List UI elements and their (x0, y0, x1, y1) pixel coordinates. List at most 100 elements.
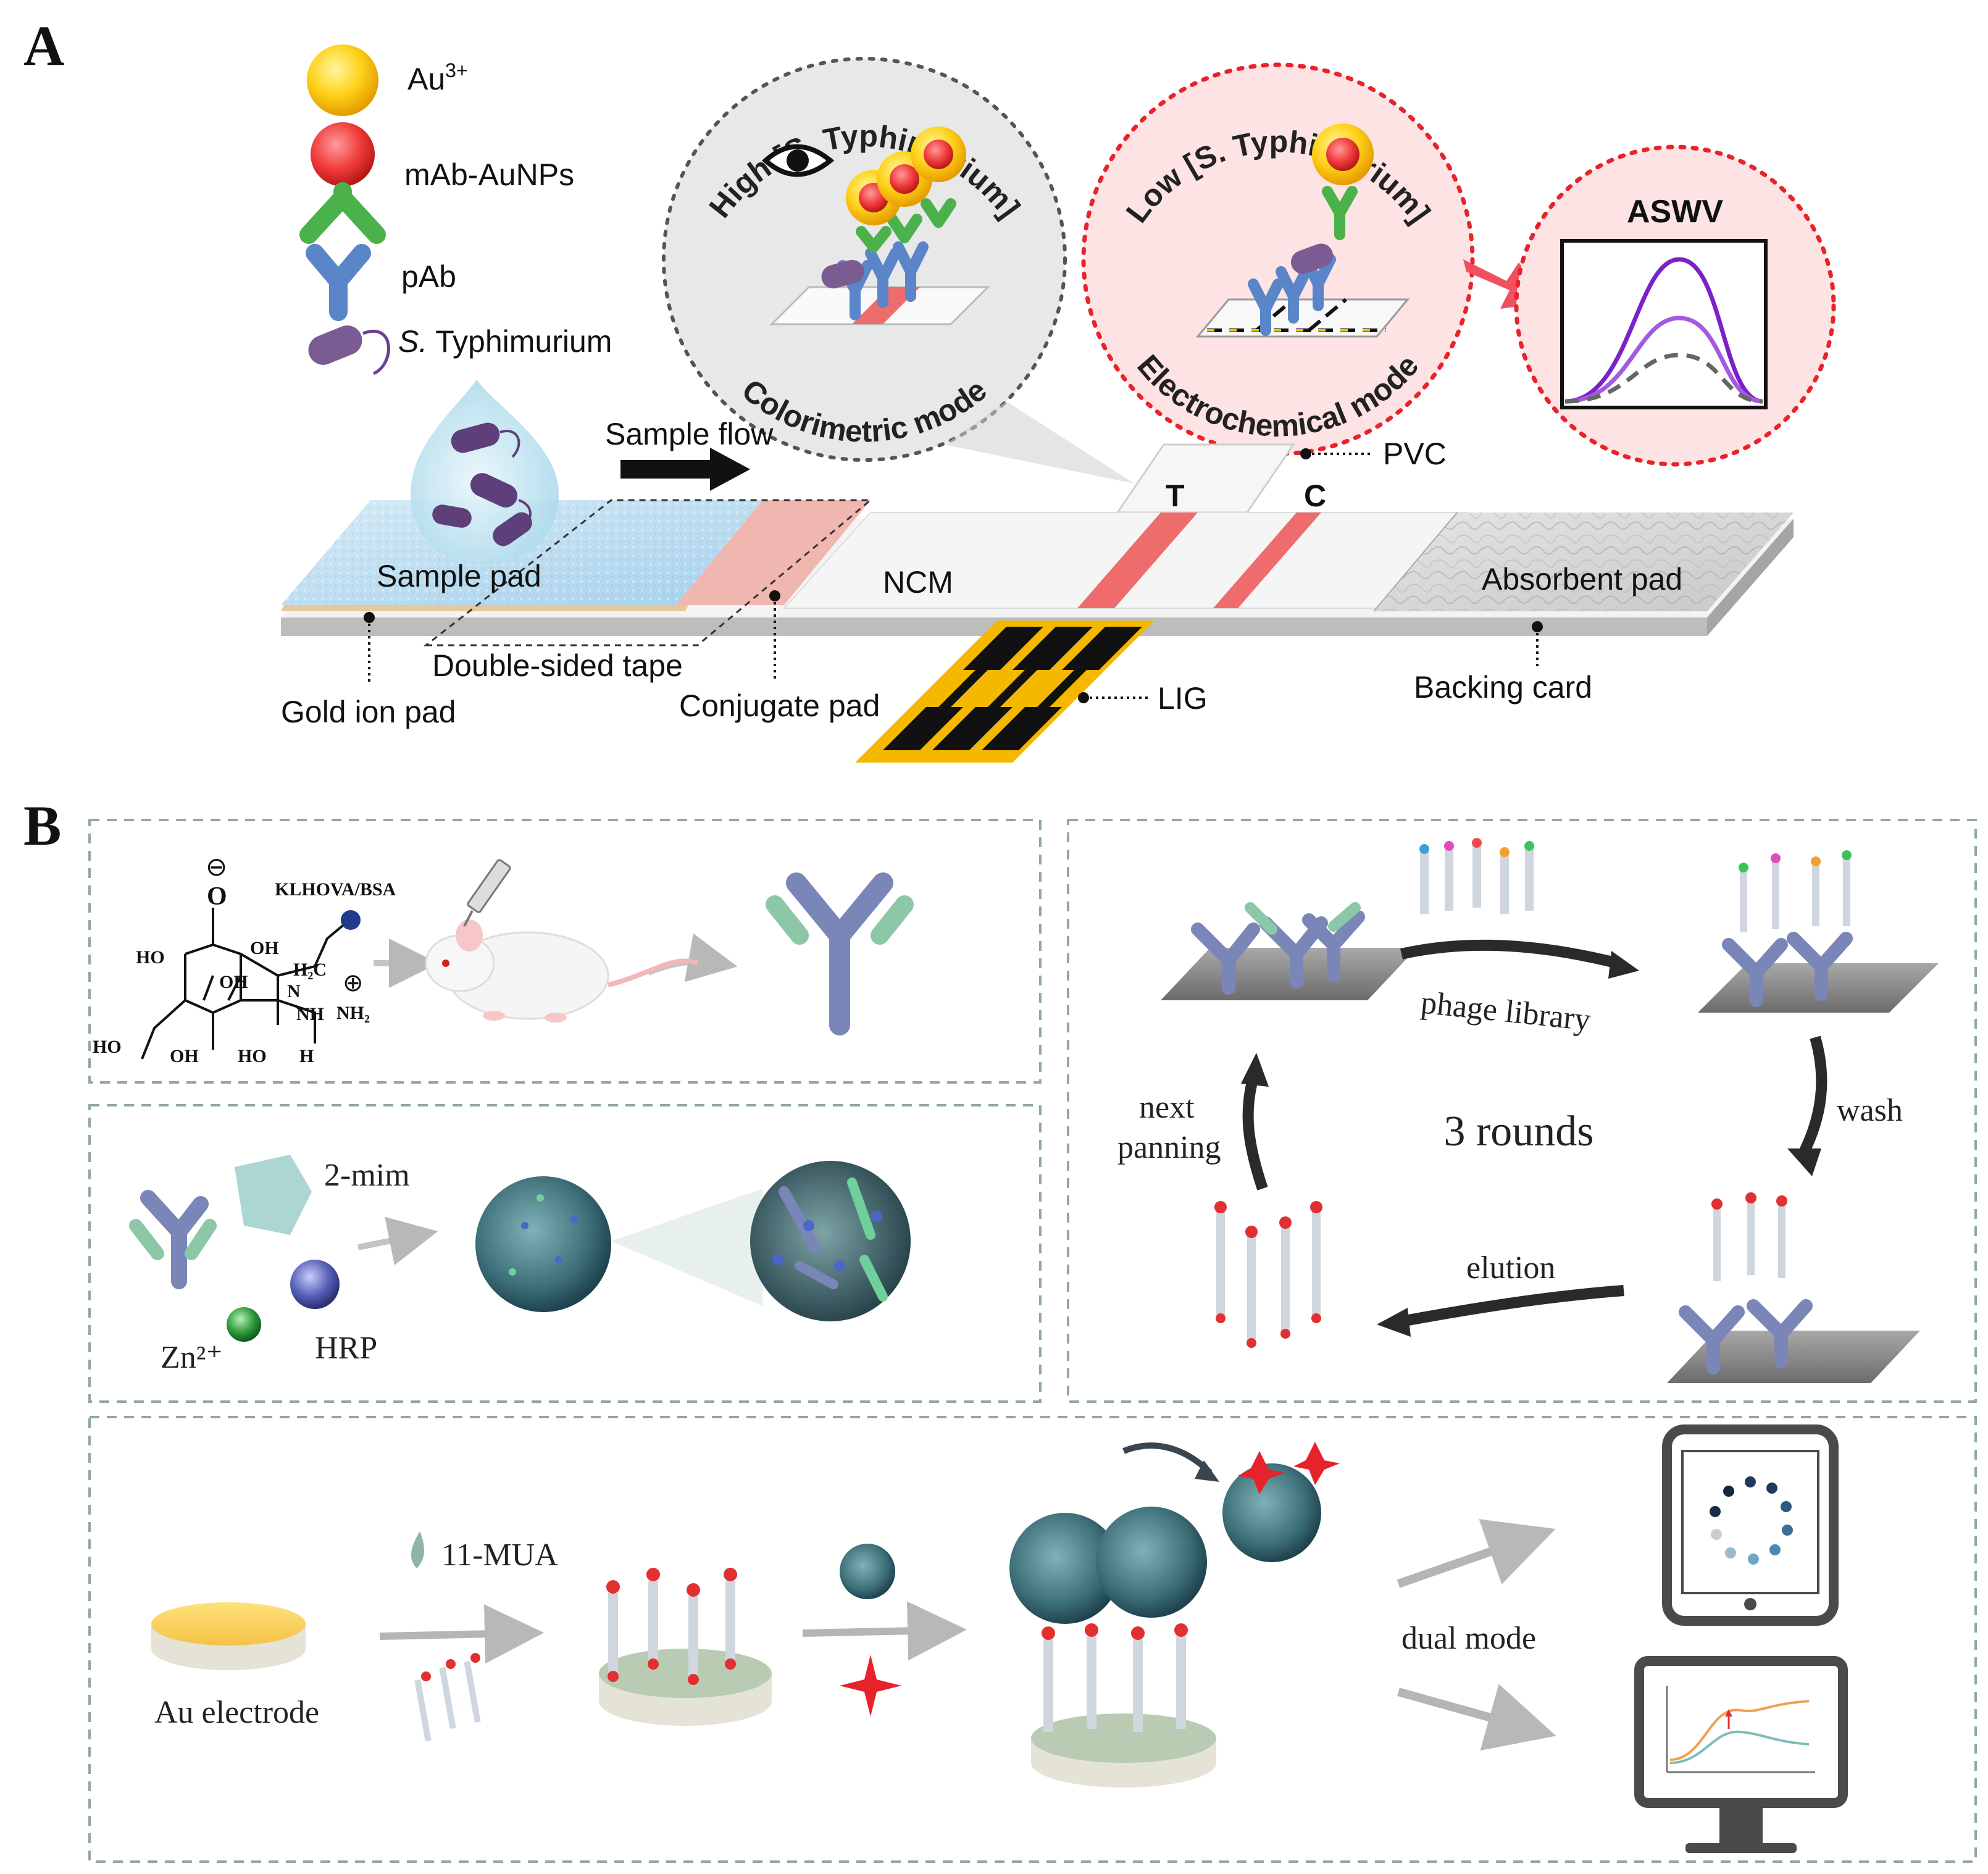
gold-ion-pad-label: Gold ion pad (281, 695, 456, 729)
hrp-icon (290, 1260, 340, 1309)
elution-arrow (1400, 1285, 1624, 1327)
colorimetric-mode-circle: High [S. Typhimurium] Colorimetric mode (662, 57, 1067, 462)
svg-text:N: N (287, 981, 301, 1002)
gold-ion-pad-callout: Gold ion pad (281, 612, 456, 729)
hrp-label: HRP (315, 1331, 377, 1366)
au-electrode-icon (151, 1602, 306, 1670)
eluted-phages (1214, 1201, 1322, 1348)
phage-library-label: phage library (1419, 985, 1592, 1038)
next-panning-arrow (1242, 1076, 1268, 1190)
monitor-curve-orange (1669, 1700, 1810, 1761)
functionalized-electrode (599, 1568, 772, 1726)
lig-label: LIG (1158, 681, 1208, 716)
aswv-title: ASWV (1627, 194, 1723, 230)
elution-label: elution (1466, 1250, 1555, 1286)
sample-drop (411, 380, 559, 565)
product-star-icon-1 (1238, 1451, 1284, 1494)
mof-binding-arrow (802, 1601, 967, 1661)
mim-flake-icon (235, 1155, 312, 1235)
au-ion-icon (307, 44, 378, 116)
substrate-star-icon (840, 1655, 901, 1717)
sample-flow-label: Sample flow (605, 417, 774, 451)
eye-icon (762, 144, 835, 177)
t-line-label: T (1166, 479, 1185, 513)
svg-text:H₂C: H₂C (293, 960, 327, 980)
backing-card-label: Backing card (1414, 670, 1592, 705)
legend-pab-label: pAb (401, 259, 456, 294)
legend-mab-label: mAb-AuNPs (404, 157, 574, 192)
colorimetric-complex (821, 127, 966, 320)
conjugate-pad-callout: Conjugate pad (679, 590, 880, 723)
phages-small-icon (414, 1653, 481, 1742)
svg-text:NH₂: NH₂ (336, 1003, 370, 1023)
svg-text:HO: HO (136, 947, 165, 968)
plus-charge: ⊕ (343, 969, 364, 997)
phage-library-arrow (1400, 939, 1619, 969)
svg-text:OH: OH (250, 938, 279, 958)
mouse-icon (425, 919, 699, 1023)
pab-icon (306, 244, 371, 321)
to-computer-arrow (1397, 1684, 1556, 1751)
svg-text:H: H (299, 1046, 314, 1066)
product-star-icon-2 (1293, 1442, 1340, 1485)
antibody-icon (766, 872, 914, 1035)
double-sided-tape-outline (423, 499, 874, 646)
panning-plate-1 (1161, 902, 1417, 1000)
smartphone-icon (1662, 1424, 1839, 1626)
electrode-assay-box (88, 1416, 1977, 1863)
next-panning-label-2: panning (1117, 1130, 1221, 1165)
carrier-protein-label: KLHOVA/BSA (275, 879, 396, 900)
antigen-structure (141, 908, 347, 1060)
bound-electrode (1009, 1507, 1216, 1788)
test-line (1077, 512, 1198, 608)
to-smartphone-arrow (1397, 1519, 1556, 1588)
aswv-circle: ASWV (1514, 144, 1836, 467)
panning-plate-3 (1667, 1192, 1920, 1383)
ncm-label: NCM (883, 565, 953, 600)
computer-monitor-icon (1634, 1656, 1848, 1853)
sample-pad-label: Sample pad (377, 559, 541, 593)
aswv-curve-mid (1564, 316, 1763, 404)
zinc-label: Zn²⁺ (161, 1340, 223, 1375)
color-wheel-icon (1710, 1476, 1793, 1565)
monitor-curve-teal (1669, 1730, 1810, 1764)
svg-text:OH: OH (170, 1046, 199, 1066)
rounds-label: 3 rounds (1443, 1108, 1593, 1155)
zoom-cone-mof (611, 1189, 762, 1306)
absorbent-pad-label: Absorbent pad (1482, 562, 1682, 596)
zinc-ion-icon (227, 1307, 261, 1342)
reagents-to-mof-arrow (357, 1216, 438, 1266)
double-sided-tape-label: Double-sided tape (432, 648, 683, 683)
next-panning-label-1: next (1139, 1090, 1195, 1125)
control-line (1213, 512, 1321, 608)
svg-text:O: O (207, 882, 227, 911)
electrochemical-complex (1248, 123, 1374, 336)
wash-label: wash (1837, 1093, 1903, 1128)
panel-b-letter: B (23, 794, 61, 857)
panel-b: B ⊖ O KLHOVA/BSA HO OH OH H₂C N ⊕ NH NH₂… (23, 794, 1977, 1863)
svg-text:OH: OH (219, 972, 248, 992)
o-minus-charge: ⊖ (206, 853, 227, 882)
mini-lig-strip (1195, 298, 1410, 338)
legend-au-label: Au3+ (407, 59, 468, 96)
c-line-label: C (1304, 479, 1326, 513)
pvc-cover (1116, 443, 1295, 514)
mof-particle (475, 1176, 611, 1312)
bacteria-icon (308, 325, 390, 375)
panel-a-letter: A (23, 14, 64, 77)
svg-text:NH: NH (296, 1004, 324, 1024)
legend: Au3+ mAb-AuNPs pAb S. Typhimurium (299, 44, 612, 375)
wash-arrow (1797, 1035, 1827, 1158)
phage-panning-box (1067, 819, 1977, 1403)
panel-a: A Au3+ mAb-AuNPs pAb S. Typhimurium (23, 14, 1836, 763)
lig-electrode (855, 621, 1155, 763)
mua-arrow (379, 1604, 544, 1664)
pvc-label: PVC (1383, 437, 1447, 471)
aswv-curve-blank (1564, 353, 1763, 404)
dual-mode-label: dual mode (1401, 1621, 1536, 1656)
mua-label: 11-MUA (441, 1537, 558, 1573)
svg-text:HO: HO (238, 1046, 267, 1066)
svg-text:HO: HO (93, 1037, 122, 1057)
lateral-flow-strip (281, 499, 1794, 646)
